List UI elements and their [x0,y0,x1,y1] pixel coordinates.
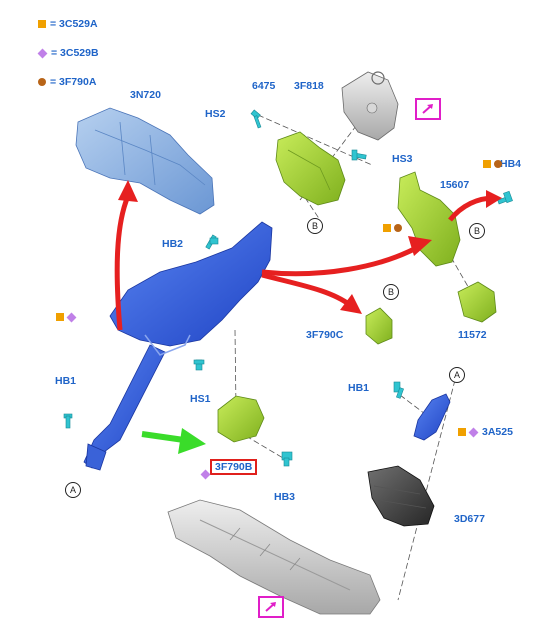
brown-dot-icon [394,224,402,232]
marker-module-legend [383,224,402,232]
bolt-hb3 [281,451,293,467]
arrow-icon [422,104,433,114]
callout-B-mid: B [383,284,399,300]
marker-3F790B-legend [200,465,211,483]
arrow-head-shield [118,180,138,202]
arrow-head-3F790C [340,294,362,314]
label-HB2: HB2 [162,238,184,250]
purple-diamond-icon [66,312,77,322]
legend-text: = 3C529A [50,18,98,30]
marker-3A525-legend [458,427,479,437]
bolt-hb1-right [393,381,404,399]
legend-row-3C529B: = 3C529B [37,46,99,60]
red-arrows [114,180,502,331]
legend-text: = 3C529B [51,47,99,59]
arrow-head-hb4 [486,190,502,208]
orange-square-icon [56,313,64,321]
switch-module-15607 [397,171,461,267]
steering-column-assembly [83,221,273,471]
bolt-hb1-left [63,413,73,429]
steering-rack [167,499,381,615]
intermediate-shaft-3A525 [413,393,451,441]
label-HB4: HB4 [500,158,522,170]
steering-boot-3D677 [367,465,435,527]
label-3A525: 3A525 [482,426,513,438]
label-HB1-right: HB1 [348,382,370,394]
label-3N720: 3N720 [130,89,161,101]
bolt-hs2 [250,109,262,129]
orange-square-icon [383,224,391,232]
arrow-icon [265,602,276,612]
brown-dot-icon [494,160,502,168]
label-HB3: HB3 [274,491,296,503]
bolt-hb4 [497,190,513,205]
label-HS2: HS2 [205,108,226,120]
magnifier-arrow-icon[interactable] [258,596,284,618]
magnifier-arrow-icon[interactable] [415,98,441,120]
brown-dot-icon [38,78,46,86]
label-3F790B-highlighted: 3F790B [210,459,258,475]
callout-A-right: A [449,367,465,383]
sensor-11572 [457,281,497,323]
label-3F790C: 3F790C [306,329,344,341]
legend-row-3C529A: = 3C529A [38,17,98,31]
orange-square-icon [458,428,466,436]
bolt-hb2 [205,234,219,250]
callout-B-right: B [469,223,485,239]
label-HS1: HS1 [190,393,211,405]
assembly-guide-lines [234,114,471,601]
legend-text: = 3F790A [50,76,97,88]
ignition-lock-housing [341,71,399,141]
arrow-head-module [408,236,432,256]
heat-shield-3N720 [75,107,215,215]
callout-B-top: B [307,218,323,234]
callout-A-left: A [65,482,81,498]
label-HS3: HS3 [392,153,413,165]
label-11572: 11572 [458,329,487,341]
module-3F790B [217,395,265,443]
green-arrow [141,428,206,454]
bolt-hs1 [193,359,205,371]
purple-diamond-icon [468,427,479,437]
label-6475: 6475 [252,80,276,92]
bolts [63,109,513,467]
label-HB1-left: HB1 [55,375,77,387]
purple-diamond-icon [37,48,48,58]
legend-row-3F790A: = 3F790A [38,75,96,89]
label-15607: 15607 [440,179,470,191]
marker-column-legend [56,312,77,322]
orange-square-icon [483,160,491,168]
label-3F818: 3F818 [294,80,324,92]
connector-3F790C [365,307,393,345]
purple-diamond-icon [200,469,211,480]
label-3D677: 3D677 [454,513,485,525]
marker-hb4-legend [483,160,502,168]
clockspring-module-3F818 [275,131,346,206]
orange-square-icon [38,20,46,28]
bolt-hs3 [351,149,367,161]
